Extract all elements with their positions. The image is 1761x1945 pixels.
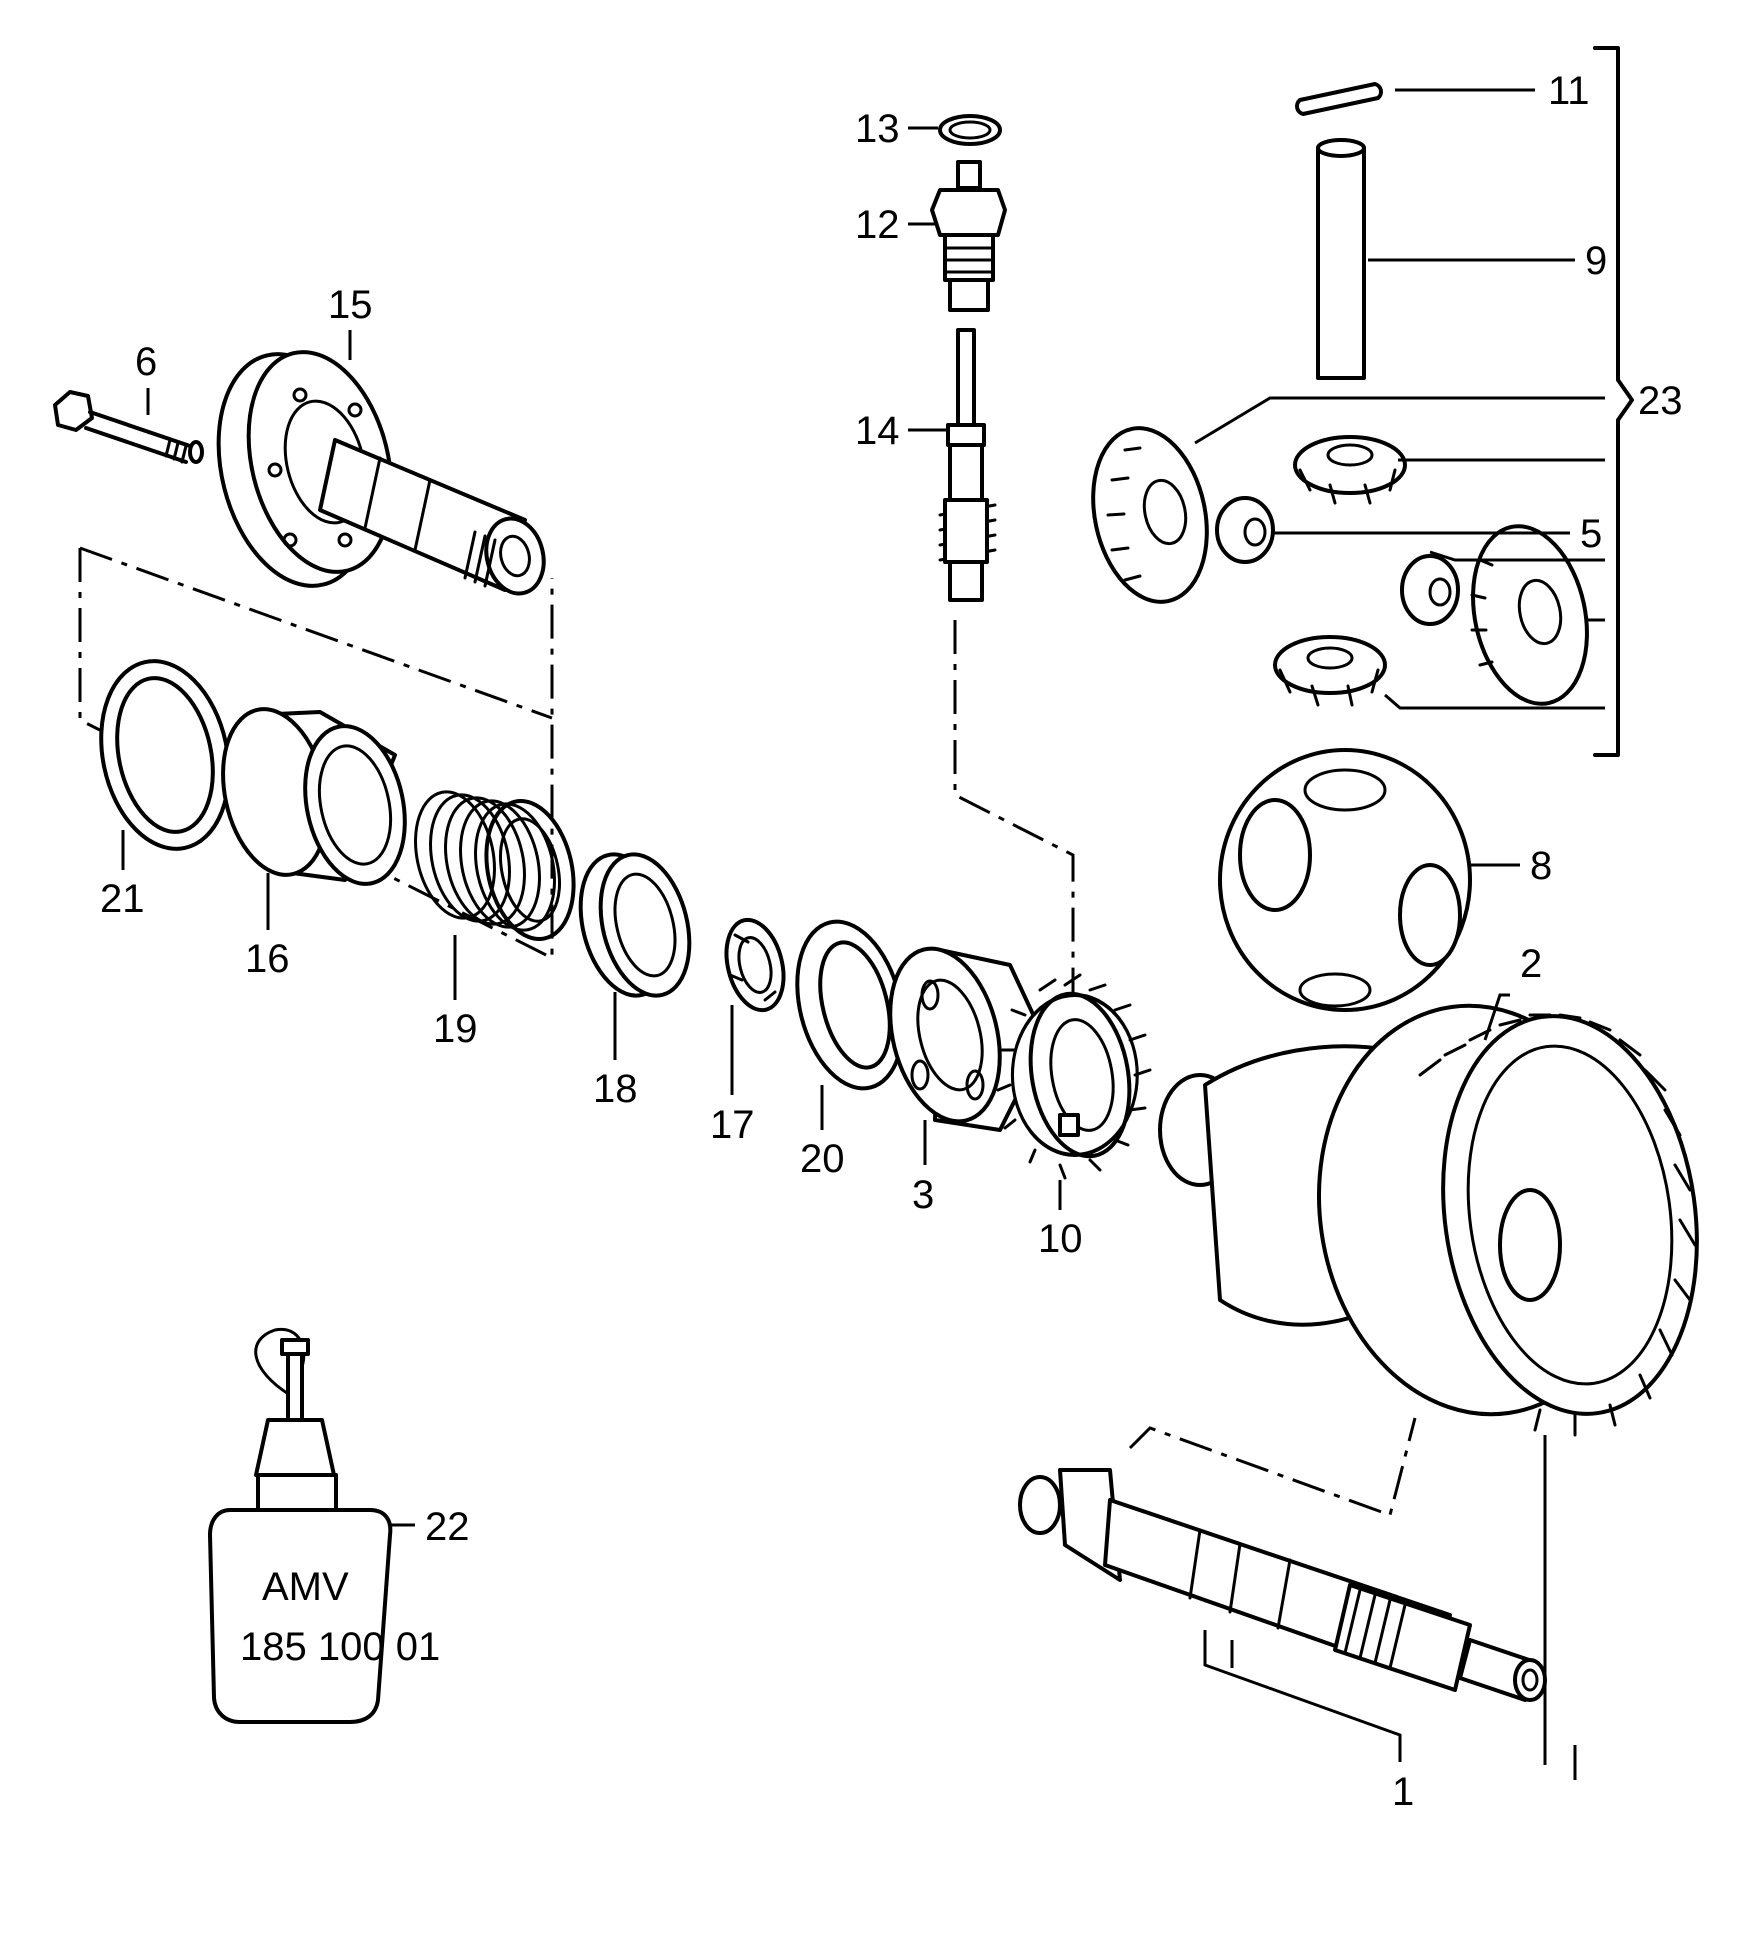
- part-shaft: [1316, 138, 1366, 380]
- part-spring: [414, 790, 576, 942]
- part-flange-shaft: [216, 350, 546, 596]
- part-drive-shaft: [938, 328, 997, 602]
- callout-20: 20: [800, 1137, 845, 1181]
- part-diff-cage: [1218, 748, 1472, 1012]
- callout-11: 10: [1038, 1217, 1083, 1261]
- part-sleeve: [221, 707, 407, 886]
- part-thrust-washer-left: [1215, 496, 1275, 564]
- callout-2: 2: [1520, 942, 1542, 986]
- part-seal-ring: [99, 659, 231, 851]
- callout-15: 15: [328, 283, 373, 327]
- callouts: 13 12 14 11 9 23 5 8 2 1 6 15 21 16 19 1…: [100, 69, 1683, 1814]
- part-nut: [724, 917, 786, 1013]
- callout-8: 8: [1530, 844, 1552, 888]
- part-diff-housing: [1158, 1003, 1699, 1437]
- part-drive-gear: [996, 973, 1152, 1180]
- group-bracket-23: [1593, 46, 1634, 757]
- callout-18: 18: [593, 1067, 638, 1111]
- callout-23: 23: [1638, 379, 1683, 423]
- callout-14: 14: [855, 409, 900, 453]
- callout-1: 1: [1392, 1770, 1414, 1814]
- callout-9: 9: [1585, 239, 1607, 283]
- assembly-lines: [78, 546, 1417, 1517]
- callout-16: 16: [245, 937, 290, 981]
- part-pinion-shaft: [1018, 1468, 1547, 1702]
- callout-17: 17: [710, 1103, 755, 1147]
- callout-6: 6: [135, 340, 157, 384]
- part-bolt: [53, 390, 204, 464]
- part-threaded-bush: [930, 160, 1007, 312]
- callout-13: 13: [855, 107, 900, 151]
- part-pin: [1295, 82, 1383, 116]
- leader-lines: [121, 88, 1605, 1780]
- callout-22: 22: [425, 1505, 470, 1549]
- part-pinion-gear-top: [1293, 435, 1407, 505]
- part-bushing: [578, 852, 692, 998]
- part-small-washer: [938, 114, 1002, 146]
- callout-10: 11: [1548, 69, 1590, 113]
- part-thrust-washer-right: [1400, 554, 1460, 626]
- part-side-gear-left: [1091, 426, 1209, 604]
- part-side-gear-right: [1470, 524, 1589, 706]
- part-pinion-gear-bottom: [1273, 635, 1387, 707]
- bottle-label-line1: AMV: [262, 1565, 349, 1609]
- callout-3: 3: [912, 1173, 934, 1217]
- part-amv-bottle: AMV 185 100 01: [208, 1327, 440, 1724]
- callout-12: 12: [855, 203, 900, 247]
- bottle-label-line2: 185 100 01: [240, 1625, 440, 1669]
- callout-19: 19: [433, 1007, 478, 1051]
- callout-21: 21: [100, 877, 145, 921]
- callout-5: 5: [1580, 512, 1602, 556]
